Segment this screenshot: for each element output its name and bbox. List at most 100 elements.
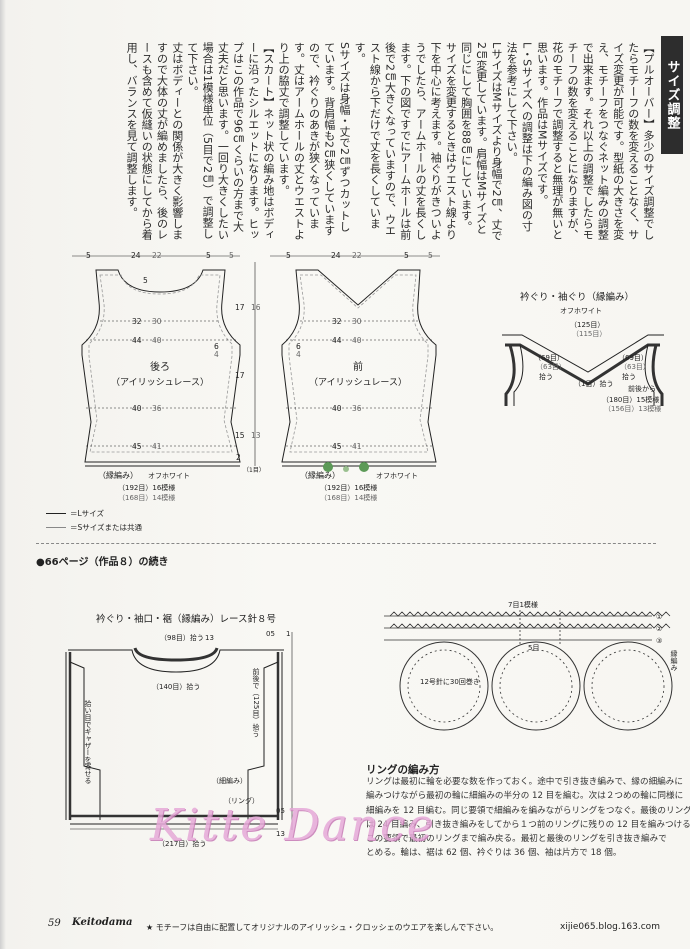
- section-heading: ●66ページ（作品８）の続き: [36, 557, 169, 568]
- lower-title: 衿ぐり・袖口・裾（縁編み）レース針８号: [96, 613, 276, 625]
- svg-text:（115目）: （115目）: [572, 330, 606, 338]
- svg-text:30: 30: [352, 317, 362, 326]
- svg-text:拾い目でギャザーを寄せる: 拾い目でギャザーを寄せる: [84, 699, 92, 784]
- ring-line: リングは最初に輪を必要な数を作っておく。途中で引き抜き編みで、縁の細編みに: [366, 777, 683, 787]
- back-edge-label: （縁編み）: [98, 470, 138, 480]
- text-paragraph-4: サイズを変更するときはウエスト線より下を中心に考えます。袖ぐりがきついようでした…: [353, 42, 458, 240]
- neck-color: オフホワイト: [560, 307, 602, 315]
- svg-text:7目1模様: 7目1模様: [508, 600, 538, 609]
- svg-text:17: 17: [235, 303, 245, 312]
- neck-labels: （125目） （115目） （69目） （63目） 拾う （69目） （63目）…: [534, 321, 661, 413]
- back-edge-count: （192目）16模様: [118, 483, 175, 492]
- back-title: 後ろ: [150, 360, 170, 373]
- svg-text:縁編み: 縁編み: [670, 649, 678, 671]
- svg-text:32: 32: [132, 317, 142, 326]
- svg-text:（細編み）: （細編み）: [212, 776, 247, 785]
- svg-text:6: 6: [296, 342, 301, 351]
- size-legend: ＝Lサイズ ＝Sサイズまたは共通: [46, 508, 142, 536]
- svg-text:（リング）: （リング）: [224, 796, 259, 805]
- footer-note: ★ モチーフは自由に配置してオリジナルのアイリッシュ・クロッシェのウエアを楽しん…: [146, 923, 499, 932]
- watermark-text: Kitte Dance: [150, 800, 435, 851]
- page-edge: [0, 0, 6, 949]
- back-hem-note: （1目）: [243, 467, 265, 474]
- section-badge: サイズ調整: [661, 36, 683, 154]
- legend-s: ＝Sサイズまたは共通: [46, 522, 142, 533]
- svg-text:40: 40: [352, 336, 362, 345]
- back-edge-color: オフホワイト: [148, 472, 190, 480]
- svg-text:前後から: 前後から: [628, 384, 656, 393]
- svg-text:17: 17: [235, 371, 245, 380]
- svg-text:16: 16: [251, 303, 261, 312]
- svg-text:（180目）15模様: （180目）15模様: [602, 395, 659, 404]
- svg-text:②: ②: [656, 625, 662, 633]
- ring-line: この要領で最初のリングまで編み戻る。最初と最後のリングを引き抜き編みで: [366, 834, 667, 845]
- svg-text:05: 05: [266, 630, 275, 638]
- svg-text:12号針に30回巻き: 12号針に30回巻き: [420, 677, 480, 686]
- svg-text:22: 22: [352, 251, 362, 260]
- svg-text:1: 1: [286, 630, 290, 638]
- svg-text:5: 5: [229, 251, 234, 260]
- ring-line: 編みつけながら最初の輪に細編みの半分の 12 目を編む。次は２つめの輪に同様に: [366, 791, 684, 802]
- text-paragraph-5: Sサイズは身幅・丈で2㎝ずつカットしています。背肩幅も2㎝狭くしていますので、衿…: [277, 42, 351, 240]
- svg-text:45: 45: [332, 442, 342, 451]
- svg-text:30: 30: [152, 317, 162, 326]
- svg-text:41: 41: [152, 442, 162, 451]
- svg-text:5: 5: [86, 251, 91, 260]
- front-subtitle: （アイリッシュレース）: [309, 377, 407, 388]
- front-edge-color: オフホワイト: [376, 472, 418, 480]
- legend-l: ＝Lサイズ: [46, 508, 142, 519]
- svg-text:36: 36: [152, 404, 162, 413]
- svg-text:13: 13: [276, 830, 285, 838]
- svg-text:（63目）: （63目）: [620, 363, 650, 371]
- size-text: 【プルオーバー】多少のサイズ調整でしたらモチーフの数を変えることなく、サイズ変更…: [108, 42, 656, 242]
- svg-text:40: 40: [332, 404, 342, 413]
- svg-text:（69目）: （69目）: [534, 354, 564, 362]
- svg-text:15: 15: [235, 431, 245, 440]
- svg-text:①: ①: [656, 613, 662, 621]
- svg-text:拾う: 拾う: [539, 372, 553, 381]
- ring-line: 細編みを 12 目編む。同じ要領で細編みを編みながらリングをつなぐ。最後のリング: [366, 805, 690, 816]
- source-url: xijie065.blog.163.com: [560, 922, 660, 932]
- svg-text:22: 22: [152, 251, 162, 260]
- svg-text:24: 24: [131, 251, 141, 260]
- svg-text:4: 4: [214, 350, 219, 359]
- svg-text:05: 05: [276, 807, 285, 815]
- brand-logo: Keitodama: [72, 917, 133, 928]
- svg-text:（98目）拾う: （98目）拾う: [160, 633, 204, 642]
- svg-text:5: 5: [143, 276, 148, 285]
- front-edge-count-s: （168目）14模様: [320, 493, 377, 502]
- svg-text:45: 45: [132, 442, 142, 451]
- section-divider: [36, 543, 656, 544]
- flower-motif-icon: [323, 462, 369, 472]
- svg-text:4: 4: [296, 350, 301, 359]
- ring-method-title: リングの編み方: [366, 764, 440, 776]
- svg-text:（156目）13模様: （156目）13模様: [604, 404, 661, 413]
- ring-method-body: リングは最初に輪を必要な数を作っておく。途中で引き抜き編みで、縁の細編みに 編み…: [366, 775, 690, 861]
- ring-chart-labels: 7目1模様 ① ② ③ 5目 12号針に30回巻き 縁編み: [420, 600, 678, 686]
- svg-text:③: ③: [656, 637, 662, 645]
- svg-text:44: 44: [332, 336, 342, 345]
- ring-line: とめる。輪は、裾は 62 個、衿ぐりは 36 個、袖は片方で 18 個。: [366, 848, 622, 859]
- svg-text:5目: 5目: [528, 644, 539, 652]
- text-paragraph-7: 丈はボディーとの関係が大きく影響しますので大体の丈が編めましたら、後のレースも含…: [125, 42, 184, 240]
- neck-edge-diagram: [502, 334, 664, 406]
- text-paragraph-2: L・Sサイズへの調整は下の編み図の寸法を参考にして下さい。: [505, 42, 534, 232]
- svg-text:6: 6: [214, 342, 219, 351]
- back-edge-count-s: （168目）14模様: [118, 493, 175, 502]
- svg-text:36: 36: [352, 404, 362, 413]
- svg-text:41: 41: [352, 442, 362, 451]
- svg-text:5: 5: [404, 251, 409, 260]
- svg-text:拾う: 拾う: [622, 372, 636, 381]
- neck-title: 衿ぐり・袖ぐり（縁編み）: [520, 291, 634, 303]
- lower-labels: （98目）拾う 13 05 1 （140目）拾う （細編み） （リング） 05 …: [152, 630, 290, 848]
- svg-text:24: 24: [331, 251, 341, 260]
- ring-chart-diagram: [384, 610, 673, 731]
- front-title: 前: [353, 360, 363, 373]
- page-number: 59: [48, 918, 61, 929]
- svg-text:13: 13: [205, 634, 214, 642]
- svg-text:（63目）: （63目）: [536, 363, 566, 371]
- svg-text:（1目）拾う: （1目）拾う: [574, 379, 613, 388]
- text-paragraph-6: 【スカート】ネット状の編み地はボディーに沿ったシルエットになります。ヒップはこの…: [185, 42, 275, 240]
